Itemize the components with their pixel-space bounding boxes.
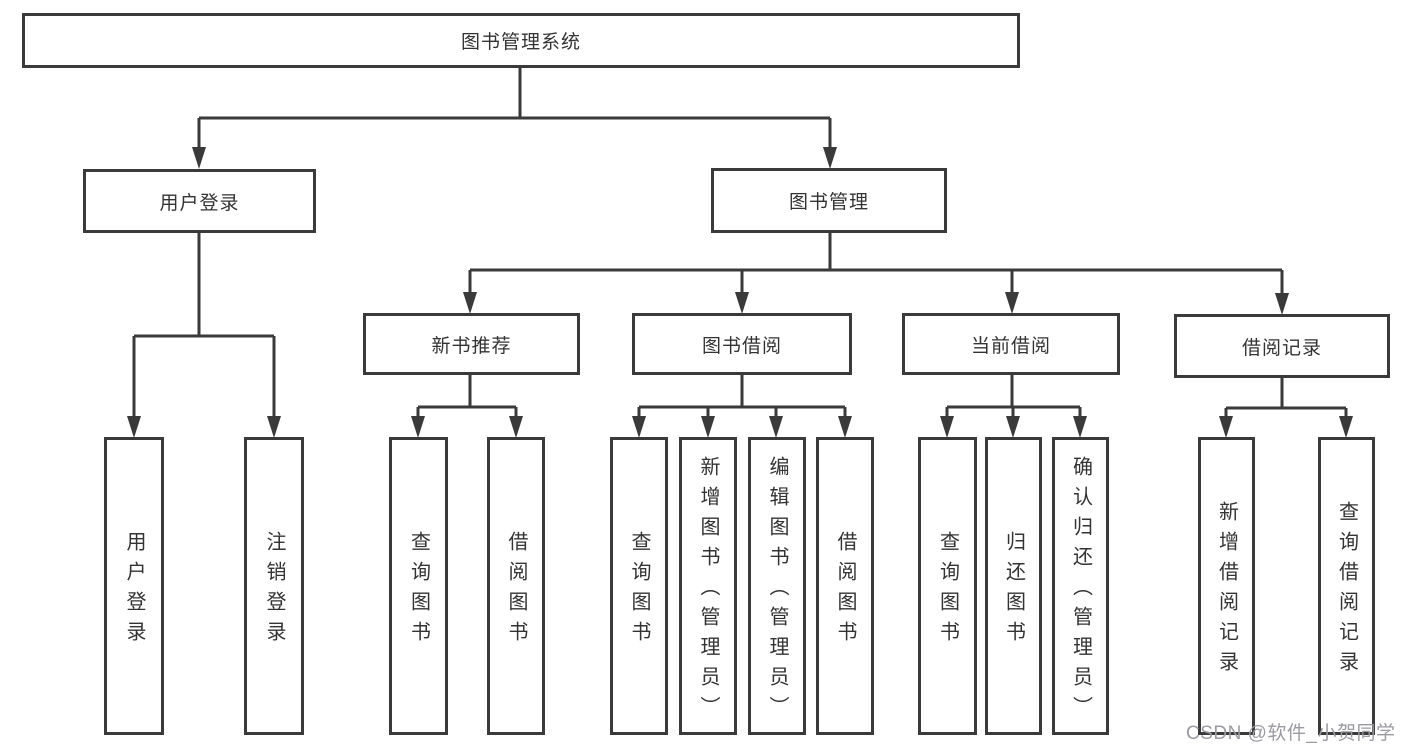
leaf-label: 借阅图书 — [834, 531, 856, 651]
leaf-current-confirm-return-admin: 确认归还（管理员） — [1052, 437, 1109, 735]
leaf-current-return-books: 归还图书 — [985, 437, 1042, 735]
node-book-borrow: 图书借阅 — [632, 313, 852, 375]
node-user-login: 用户登录 — [83, 169, 316, 233]
node-borrow-records: 借阅记录 — [1174, 314, 1390, 378]
leaf-records-add-borrow-record: 新增借阅记录 — [1198, 437, 1255, 735]
leaf-label: 新增图书（管理员） — [697, 456, 719, 726]
leaf-label: 注销登录 — [263, 531, 285, 651]
leaf-newrec-borrow-books: 借阅图书 — [487, 437, 545, 735]
leaf-label: 用户登录 — [123, 531, 145, 651]
leaf-label: 新增借阅记录 — [1215, 501, 1238, 681]
leaf-borrow-borrow-books: 借阅图书 — [816, 437, 874, 735]
leaf-label: 归还图书 — [1002, 531, 1025, 651]
leaf-records-query-borrow-record: 查询借阅记录 — [1318, 437, 1375, 735]
node-library-system: 图书管理系统 — [22, 13, 1020, 68]
leaf-borrow-edit-books-admin: 编辑图书（管理员） — [748, 437, 806, 735]
leaf-newrec-query-books: 查询图书 — [389, 437, 448, 735]
leaf-current-query-books: 查询图书 — [918, 437, 977, 735]
leaf-label: 查询借阅记录 — [1335, 501, 1358, 681]
leaf-borrow-query-books: 查询图书 — [610, 437, 668, 735]
leaf-label: 查询图书 — [936, 531, 959, 651]
node-current-borrow: 当前借阅 — [902, 313, 1120, 375]
watermark: CSDN @软件_小贺同学 — [1186, 723, 1396, 744]
leaf-label: 编辑图书（管理员） — [766, 456, 788, 726]
leaf-label: 确认归还（管理员） — [1069, 456, 1092, 726]
node-new-book-recommend: 新书推荐 — [363, 313, 580, 375]
leaf-logout-login: 注销登录 — [244, 437, 304, 735]
leaf-user-login: 用户登录 — [104, 437, 164, 735]
leaf-label: 借阅图书 — [505, 531, 527, 651]
leaf-borrow-add-books-admin: 新增图书（管理员） — [679, 437, 737, 735]
node-book-management: 图书管理 — [711, 168, 947, 233]
leaf-label: 查询图书 — [628, 531, 650, 651]
leaf-label: 查询图书 — [407, 531, 430, 651]
